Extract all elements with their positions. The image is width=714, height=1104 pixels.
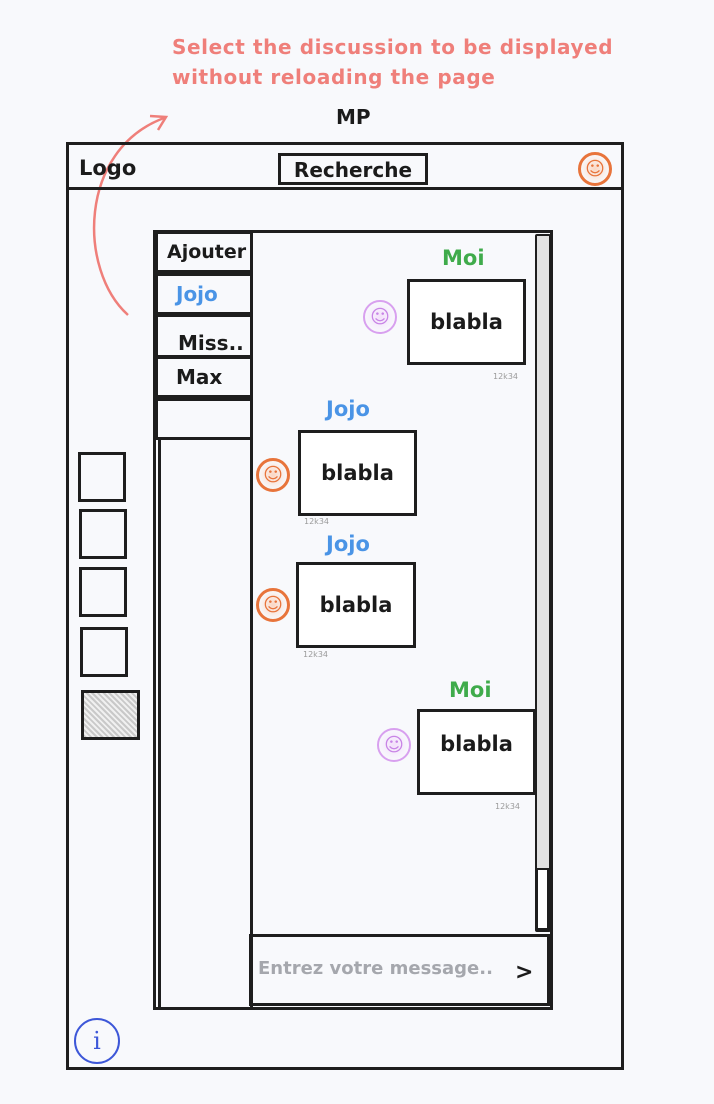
chat-scrollbar[interactable] bbox=[535, 234, 551, 932]
message-time: 12k34 bbox=[493, 372, 518, 381]
sidebar-item-3[interactable] bbox=[79, 567, 127, 617]
header-divider bbox=[66, 187, 624, 190]
app-frame bbox=[66, 142, 624, 1070]
message-sender: Jojo bbox=[326, 532, 370, 556]
conversation-list-inner-border bbox=[158, 230, 252, 1010]
sidebar-item-1[interactable] bbox=[78, 452, 126, 502]
message-bubble: blabla bbox=[296, 562, 416, 648]
add-conversation-button[interactable]: Ajouter bbox=[155, 231, 253, 273]
sidebar-item-4[interactable] bbox=[80, 627, 128, 677]
message-time: 12k34 bbox=[304, 517, 329, 526]
conversation-item-miss[interactable]: Miss.. bbox=[155, 314, 253, 358]
message-bubble: blabla bbox=[417, 709, 536, 795]
avatar-jojo-icon: ☺ bbox=[256, 588, 290, 622]
conversation-item-empty[interactable] bbox=[155, 398, 253, 440]
sidebar-item-2[interactable] bbox=[79, 509, 127, 559]
message-time: 12k34 bbox=[303, 650, 328, 659]
annotation-arrow bbox=[92, 114, 169, 316]
page-title: MP bbox=[336, 105, 371, 129]
message-sender: Moi bbox=[442, 246, 485, 270]
send-button[interactable]: > bbox=[515, 960, 534, 985]
message-bubble: blabla bbox=[407, 279, 526, 365]
logo[interactable]: Logo bbox=[79, 156, 137, 180]
avatar-me-icon: ☺ bbox=[363, 300, 397, 334]
chat-panel bbox=[248, 230, 553, 1010]
message-sender: Moi bbox=[449, 678, 492, 702]
message-time: 12k34 bbox=[495, 802, 520, 811]
user-avatar-icon[interactable]: ☺ bbox=[578, 152, 612, 186]
message-bubble: blabla bbox=[298, 430, 417, 516]
search-button[interactable]: Recherche bbox=[278, 153, 428, 185]
conversation-item-max[interactable]: Max bbox=[155, 356, 253, 398]
avatar-jojo-icon: ☺ bbox=[256, 458, 290, 492]
message-input[interactable] bbox=[249, 934, 550, 1006]
conversation-item-jojo[interactable]: Jojo bbox=[155, 273, 253, 315]
message-sender: Jojo bbox=[326, 397, 370, 421]
info-icon[interactable]: i bbox=[74, 1018, 120, 1064]
avatar-me-icon: ☺ bbox=[377, 728, 411, 762]
chat-scrollbar-thumb[interactable] bbox=[536, 868, 549, 930]
message-input-placeholder[interactable]: Entrez votre message.. bbox=[258, 958, 493, 979]
sidebar-item-active[interactable] bbox=[81, 690, 140, 740]
annotation-note: Select the discussion to be displayed wi… bbox=[172, 35, 614, 89]
